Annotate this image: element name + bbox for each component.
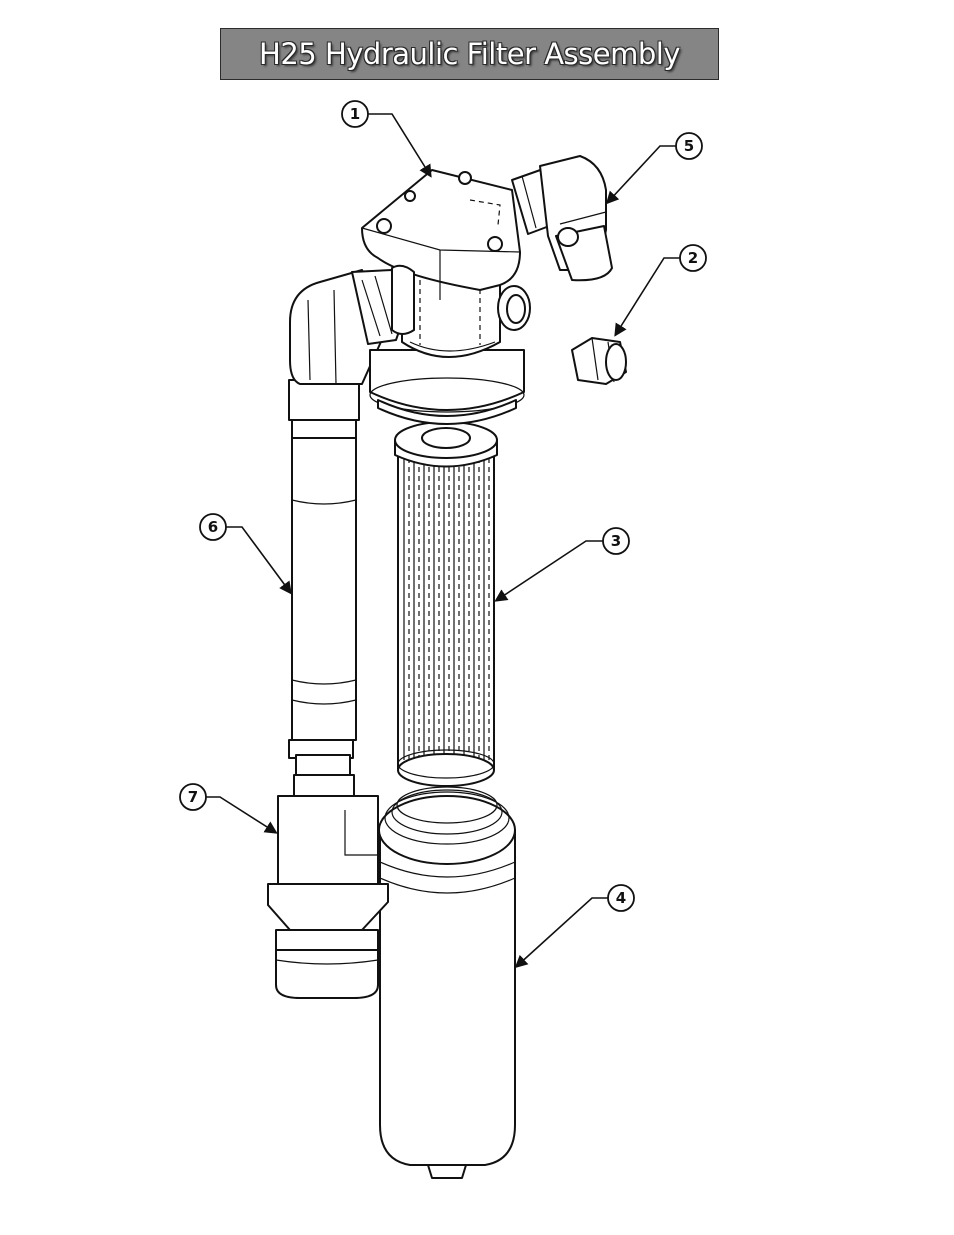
plug-fitting — [572, 338, 626, 384]
callout-5-label: 5 — [684, 137, 694, 155]
callout-3: 3 — [497, 528, 629, 600]
callout-7: 7 — [180, 784, 275, 832]
callout-6-label: 6 — [208, 518, 218, 536]
callout-4-label: 4 — [616, 889, 626, 907]
callout-1-label: 1 — [350, 105, 360, 123]
elbow-fitting — [512, 156, 612, 280]
callout-7-label: 7 — [188, 788, 198, 806]
callout-1: 1 — [342, 101, 430, 175]
filter-bowl — [379, 787, 515, 1178]
callout-3-label: 3 — [611, 532, 621, 550]
adapter-fitting — [268, 796, 388, 998]
callout-2: 2 — [616, 245, 706, 334]
callout-5: 5 — [608, 133, 702, 202]
callout-6: 6 — [200, 514, 290, 592]
filter-element — [395, 422, 497, 786]
callout-4: 4 — [517, 885, 634, 966]
callout-2-label: 2 — [688, 249, 698, 267]
